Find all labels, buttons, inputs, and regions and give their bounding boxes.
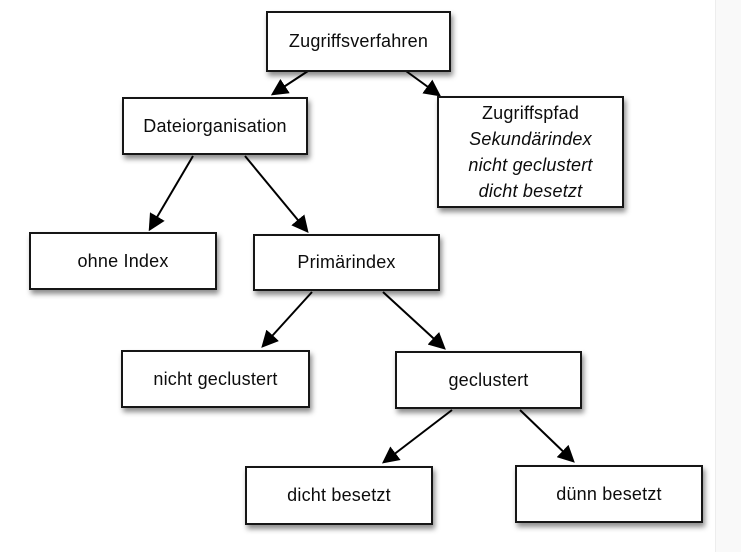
arrow-datei-to-primaerindex (244, 155, 309, 233)
node-duenn-besetzt: dünn besetzt (515, 465, 703, 523)
node-geclustert: geclustert (395, 351, 582, 409)
arrow-datei-to-ohne-index (148, 155, 194, 232)
node-zugriffspfad-line-4: dicht besetzt (478, 181, 583, 201)
arrow-prim-to-geclustert (382, 291, 446, 350)
node-dicht-besetzt: dicht besetzt (245, 466, 433, 525)
node-ohne-index: ohne Index (29, 232, 217, 290)
page-margin-strip (715, 0, 741, 552)
arrow-root-to-zugriffspfad (405, 70, 442, 97)
arrow-gecl-to-dicht-besetzt (381, 409, 453, 464)
node-dateiorganisation: Dateiorganisation (122, 97, 308, 155)
node-zugriffspfad-line-2: Sekundärindex (469, 129, 592, 149)
node-nicht-geclustert: nicht geclustert (121, 350, 310, 408)
node-zugriffsverfahren: Zugriffsverfahren (266, 11, 451, 72)
arrow-gecl-to-duenn-besetzt (519, 409, 575, 463)
node-zugriffspfad-line-3: nicht geclustert (468, 155, 593, 175)
node-zugriffspfad: Zugriffspfad Sekundärindex nicht geclust… (437, 96, 624, 208)
node-zugriffspfad-line-1: Zugriffspfad (481, 103, 580, 123)
arrow-root-to-dateiorganisation (270, 70, 309, 96)
arrow-prim-to-nicht-geclustert (261, 291, 313, 348)
node-primaerindex: Primärindex (253, 234, 440, 291)
